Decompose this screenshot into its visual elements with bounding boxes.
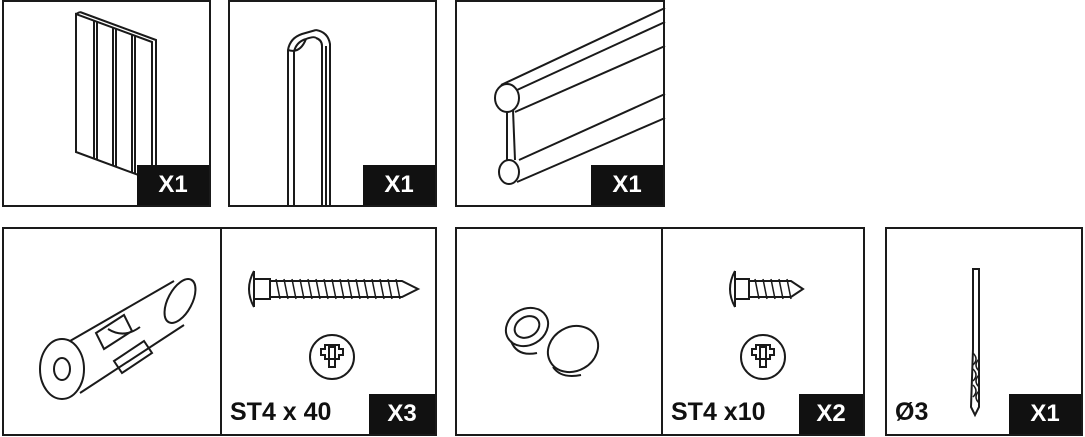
phillips-head-icon [310, 335, 354, 379]
quantity-badge: X1 [363, 165, 435, 205]
quantity-badge: X2 [799, 394, 863, 434]
quantity-badge: X3 [369, 394, 435, 434]
screw-spec-label: ST4 x 40 [230, 398, 332, 426]
wall-plug-cell [4, 229, 220, 434]
quantity-badge: X1 [1009, 394, 1081, 434]
screw-cap-icon [457, 229, 661, 434]
quantity-badge: X1 [591, 165, 663, 205]
part-drill-bit: Ø3 X1 [885, 227, 1083, 436]
part-seal-strip: X1 [455, 0, 665, 207]
part-wall-profile: X1 [228, 0, 437, 207]
long-screw-icon [222, 229, 437, 399]
glass-panel-icon [4, 2, 213, 209]
part-wall-plug-screw-set: ST4 x 40 X3 [2, 227, 437, 436]
short-screw-icon [663, 229, 865, 399]
part-glass-panel: X1 [2, 0, 211, 207]
screw-spec-label: ST4 x10 [671, 398, 766, 426]
phillips-head-icon [741, 335, 785, 379]
drill-diameter-label: Ø3 [895, 398, 929, 426]
quantity-badge: X1 [137, 165, 209, 205]
drill-bit-icon [887, 229, 1085, 434]
wall-profile-icon [230, 2, 439, 209]
screw-cap-cell [457, 229, 661, 434]
seal-strip-icon [457, 2, 667, 209]
part-cap-screw-set: ST4 x10 X2 [455, 227, 865, 436]
wall-plug-icon [4, 229, 220, 434]
short-screw-cell: ST4 x10 X2 [661, 229, 863, 434]
long-screw-cell: ST4 x 40 X3 [220, 229, 435, 434]
